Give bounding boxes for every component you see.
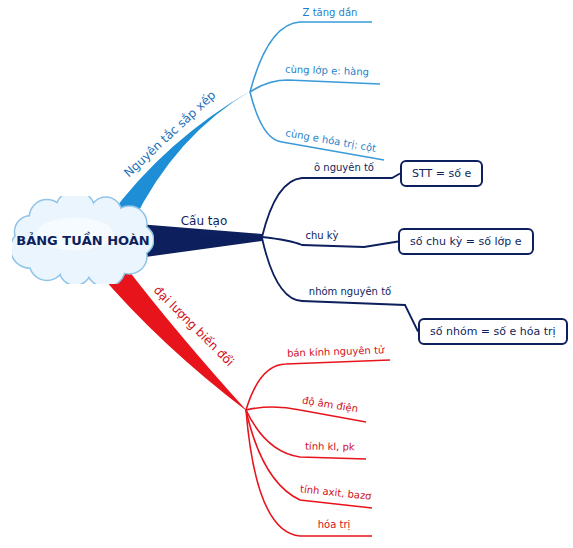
central-topic: BẢNG TUẦN HOÀN [16, 233, 149, 248]
edge-label: chu kỳ [305, 230, 338, 241]
leaf-label: bán kính nguyên tử [287, 344, 385, 358]
leaf-label: Z tăng dần [303, 7, 358, 18]
red-sub-branches [246, 360, 390, 536]
info-box: số chu kỳ = số lớp e [398, 228, 534, 255]
blue-sub-branches [250, 22, 384, 160]
branch-label: Nguyên tắc sắp xếp [121, 88, 218, 180]
box-text: số nhóm = số e hóa trị [430, 325, 556, 338]
leaf-label: tính axit, bazơ [300, 483, 372, 501]
info-box: STT = số e [400, 160, 483, 187]
info-box: số nhóm = số e hóa trị [418, 318, 568, 345]
leaf-label: tính kl, pk [305, 440, 355, 452]
blue-branch [108, 90, 252, 224]
leaf-label: cùng e hóa trị: cột [285, 127, 377, 154]
edge-label: nhóm nguyên tố [309, 286, 391, 297]
box-text: STT = số e [412, 167, 471, 180]
edge-label: ô nguyên tố [314, 162, 374, 173]
leaf-label: độ âm điện [301, 394, 358, 414]
red-branch [98, 262, 248, 412]
leaf-label: hóa trị [318, 519, 351, 530]
box-text: số chu kỳ = số lớp e [410, 235, 522, 248]
branch-connector [150, 174, 400, 241]
branch-label: đại lượng biến đổi [151, 283, 237, 369]
cloud-node: BẢNG TUẦN HOÀN [12, 196, 154, 284]
branch-label: Cấu tạo [181, 214, 228, 228]
navy-branch [138, 224, 262, 258]
leaf-label: cùng lớp e: hàng [285, 63, 369, 77]
